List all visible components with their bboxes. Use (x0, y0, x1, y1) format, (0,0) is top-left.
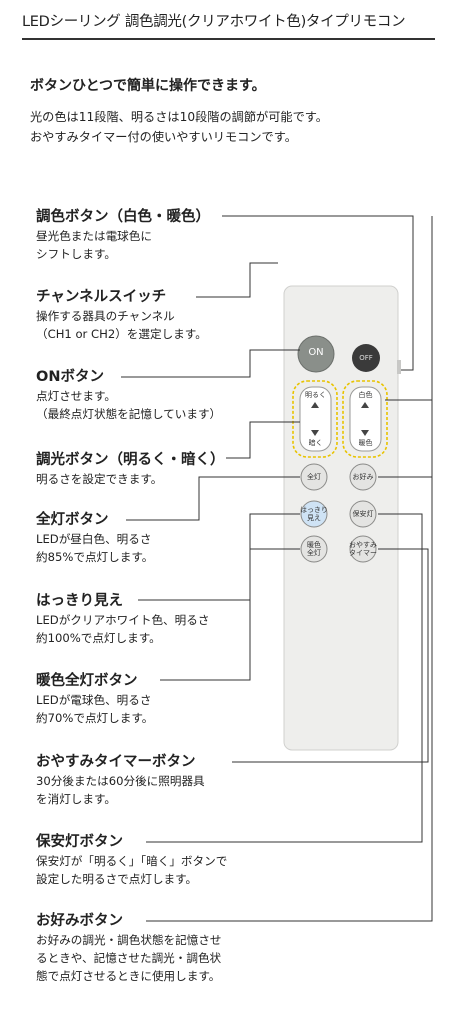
hoan-button[interactable] (349, 500, 377, 528)
section-desc: LEDがクリアホワイト色、明るさ (36, 613, 210, 627)
section-zentou-button: 全灯ボタン LEDが昼白色、明るさ約85%で点灯します。 (36, 510, 153, 566)
on-button[interactable] (297, 335, 335, 373)
dark-label: 暗く (308, 439, 323, 447)
section-danshoku-button: 暖色全灯ボタン LEDが電球色、明るさ約70%で点灯します。 (36, 671, 153, 727)
section-hoan-button: 保安灯ボタン 保安灯が「明るく」「暗く」ボタンで設定した明るさで点灯します。 (36, 832, 227, 888)
section-desc: 点灯させます。 (36, 389, 116, 403)
hakkiri-button[interactable] (300, 500, 328, 528)
section-heading: 調色ボタン（白色・暖色） (36, 209, 210, 225)
section-heading: 保安灯ボタン (36, 834, 123, 850)
channel-switch[interactable] (397, 360, 401, 374)
section-okonomi-button: お好みボタン お好みの調光・調色状態を記憶させるときや、記憶させた調光・調色状態… (36, 911, 222, 985)
title-divider (22, 38, 435, 40)
down-arrow-icon (361, 430, 369, 436)
section-desc: 30分後または60分後に照明器具 (36, 774, 205, 788)
hakkiri-label-line: 見え (307, 514, 321, 522)
section-oyasumi-timer: おやすみタイマーボタン 30分後または60分後に照明器具を消灯します。 (36, 752, 205, 808)
section-desc: （最終点灯状態を記憶しています） (36, 407, 222, 421)
white-label: 白色 (358, 391, 373, 399)
leader-lines (121, 215, 433, 922)
zentou-button[interactable] (300, 463, 328, 491)
section-heading: チャンネルスイッチ (36, 289, 167, 305)
section-heading: お好みボタン (36, 913, 123, 929)
on-label: ON (308, 347, 324, 358)
hakkiri-label-line: はっきり (300, 506, 328, 514)
color-rocker[interactable] (349, 386, 382, 452)
section-desc: 約70%で点灯します。 (36, 711, 154, 725)
section-on-button: ONボタン 点灯させます。 （最終点灯状態を記憶しています） (36, 367, 221, 423)
section-desc: LEDが電球色、明るさ (36, 693, 152, 707)
section-desc: を消灯します。 (36, 792, 116, 806)
off-label: OFF (359, 354, 373, 362)
danshoku-label: 暖色 全灯 (301, 541, 327, 557)
oyasumi-button[interactable] (349, 535, 377, 563)
oyasumi-label-line: タイマー (349, 549, 377, 557)
section-desc: シフトします。 (36, 247, 116, 261)
okonomi-label: お好み (352, 473, 374, 481)
bright-group-outline (292, 380, 338, 458)
section-desc: 操作する器具のチャンネル (36, 309, 175, 323)
section-heading: 暖色全灯ボタン (36, 673, 138, 689)
section-desc: 約85%で点灯します。 (36, 550, 154, 564)
danshoku-label-line: 全灯 (307, 549, 321, 557)
hoan-label: 保安灯 (352, 510, 374, 518)
oyasumi-label: おやすみ タイマー (348, 541, 378, 557)
intro-text: 光の色は11段階、明るさは10段階の調節が可能です。 おやすみタイマー付の使いや… (30, 107, 328, 147)
hakkiri-label: はっきり 見え (300, 506, 328, 522)
section-color-button: 調色ボタン（白色・暖色） 昼光色または電球色にシフトします。 (36, 207, 210, 263)
headline: ボタンひとつで簡単に操作できます。 (30, 78, 266, 94)
section-desc: 設定した明るさで点灯します。 (36, 872, 198, 886)
intro-line: 光の色は11段階、明るさは10段階の調節が可能です。 (30, 110, 328, 124)
section-dimming-button: 調光ボタン（明るく・暗く） 明るさを設定できます。 (36, 450, 225, 488)
section-heading: おやすみタイマーボタン (36, 754, 196, 770)
down-arrow-icon (311, 430, 319, 436)
off-button[interactable] (352, 344, 380, 372)
section-desc: LEDが昼白色、明るさ (36, 532, 152, 546)
section-desc: 約100%で点灯します。 (36, 631, 161, 645)
section-desc: （CH1 or CH2）を選定します。 (36, 327, 207, 341)
section-desc: 保安灯が「明るく」「暗く」ボタンで (36, 854, 228, 868)
section-channel-switch: チャンネルスイッチ 操作する器具のチャンネル （CH1 or CH2）を選定します… (36, 287, 207, 343)
section-heading: はっきり見え (36, 593, 123, 609)
danshoku-label-line: 暖色 (307, 541, 321, 549)
warm-label: 暖色 (358, 439, 373, 447)
brightness-rocker[interactable] (299, 386, 332, 452)
color-group-outline (342, 380, 388, 458)
zentou-label: 全灯 (307, 473, 321, 481)
danshoku-button[interactable] (300, 535, 328, 563)
section-desc: るときや、記憶させた調光・調色状 (36, 951, 222, 965)
section-heading: ONボタン (36, 369, 104, 385)
oyasumi-label-line: おやすみ (349, 541, 377, 549)
section-desc: 明るさを設定できます。 (36, 472, 163, 486)
section-desc: 態で点灯させるときに使用します。 (36, 969, 221, 983)
section-desc: お好みの調光・調色状態を記憶させ (36, 933, 222, 947)
up-arrow-icon (311, 402, 319, 408)
intro-line: おやすみタイマー付の使いやすいリモコンです。 (30, 130, 297, 144)
section-heading: 調光ボタン（明るく・暗く） (36, 452, 225, 468)
bright-label: 明るく (305, 391, 326, 399)
page-title: LEDシーリング 調色調光(クリアホワイト色)タイプリモコン (22, 14, 406, 30)
section-desc: 昼光色または電球色に (36, 229, 152, 243)
section-hakkiri: はっきり見え LEDがクリアホワイト色、明るさ約100%で点灯します。 (36, 591, 209, 647)
section-heading: 全灯ボタン (36, 512, 109, 528)
up-arrow-icon (361, 402, 369, 408)
okonomi-button[interactable] (349, 463, 377, 491)
